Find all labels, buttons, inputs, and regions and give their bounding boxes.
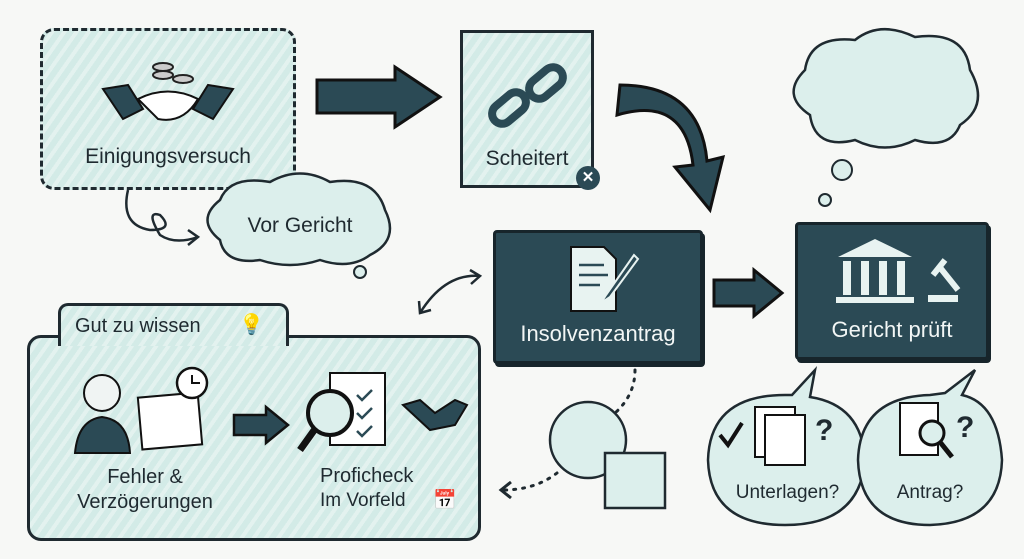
handshake-coins-icon [101,62,235,121]
problem-line1: Fehler & [107,466,183,488]
arrow-right-icon [315,64,443,130]
arrow-right-icon [232,404,290,446]
court-cloud-label: Vor Gericht [247,214,353,237]
tips-title: Gut zu wissen [75,315,201,337]
speech-bubbles: ? ? [706,365,1004,527]
agreement-label: Einigungsversuch [85,145,251,168]
signed-document-icon [570,246,640,312]
lightbulb-icon: 💡 [239,314,264,336]
calendar-icon: 📅 [433,490,457,511]
agreement-step: Einigungsversuch [40,28,296,190]
curved-arrow-icon [615,83,726,214]
check-title: Proficheck [320,465,414,487]
tips-tab: Gut zu wissen 💡 [58,303,289,346]
stressed-person-papers-icon [73,366,209,454]
documents-bubble-label: Unterlagen? [735,482,840,503]
problem-line2: Verzögerungen [77,491,213,513]
circle-square-shapes [498,368,667,510]
application-label: Insolvenzantrag [520,321,676,346]
courthouse-gavel-icon [836,239,961,303]
application-step: Insolvenzantrag [493,230,703,364]
arrow-right-icon [712,266,785,320]
broken-chain-icon [488,63,567,128]
svg-text:?: ? [956,411,974,444]
fail-step: Scheitert [460,30,594,188]
close-icon: ✕ [576,166,600,190]
fail-label: Scheitert [485,147,569,170]
application-bubble-label: Antrag? [896,482,964,503]
checklist-magnifier-icon [297,372,469,453]
court-review-step: Gericht prüft [795,222,989,360]
thought-cloud [792,27,980,207]
double-arrow-icon [417,268,483,315]
svg-text:?: ? [815,414,833,447]
check-subtitle: Im Vorfeld [320,490,406,511]
court-cloud [206,172,392,279]
court-review-label: Gericht prüft [831,317,953,342]
problem-label: Fehler & Verzögerungen [55,465,235,515]
squiggle-arrow-icon [125,189,201,246]
